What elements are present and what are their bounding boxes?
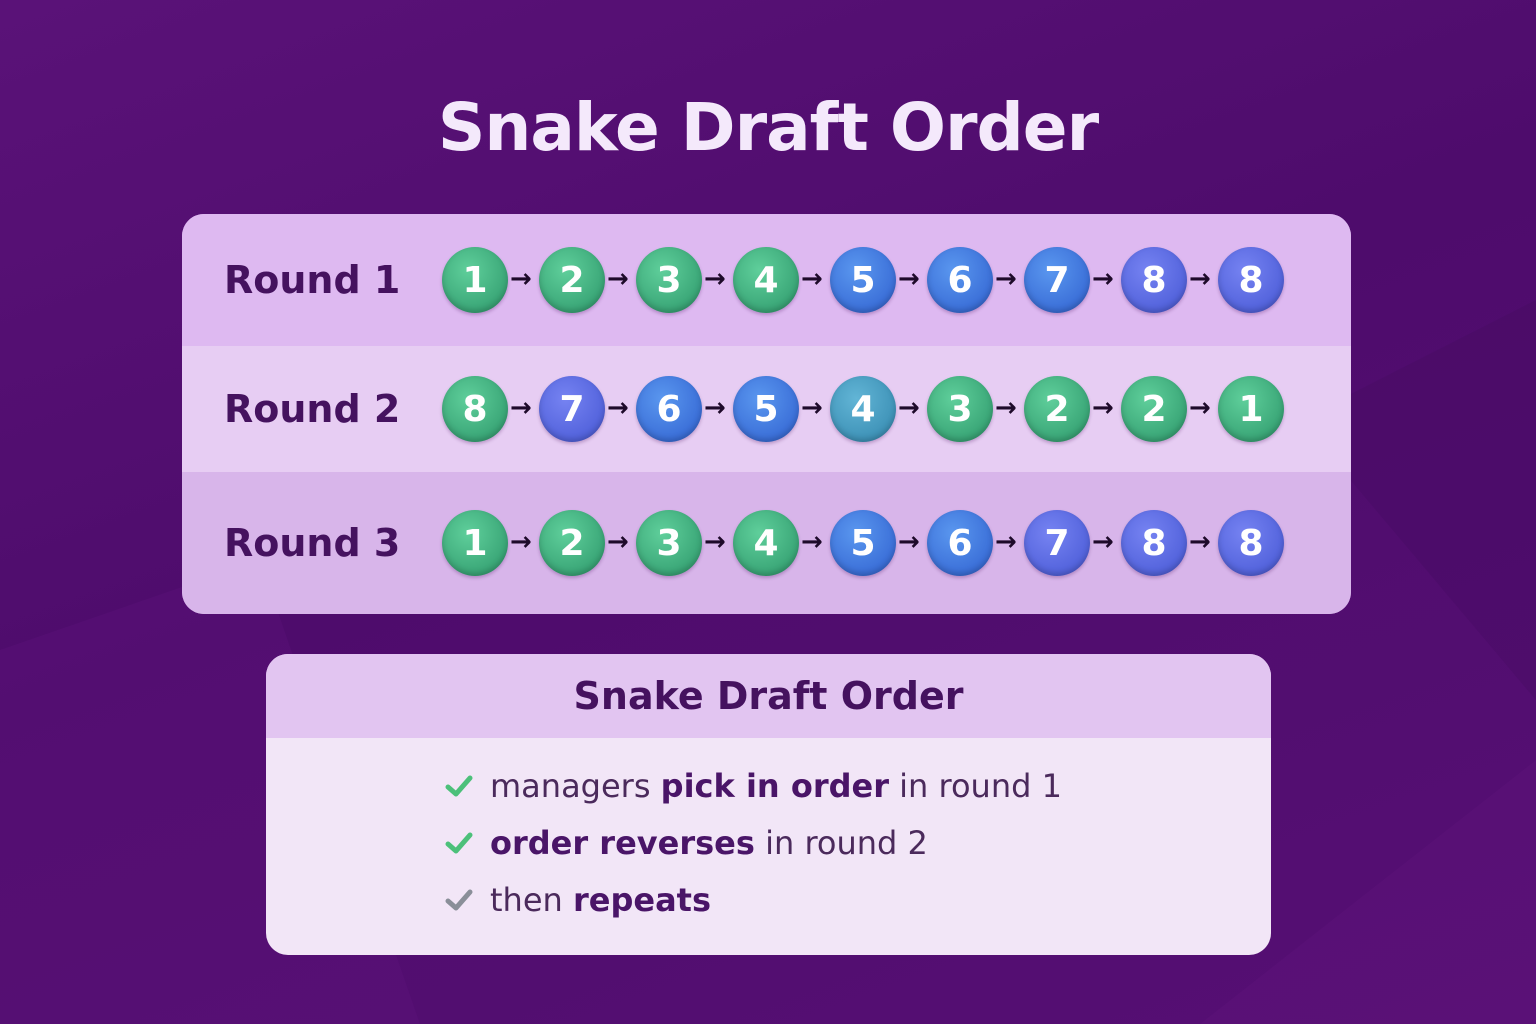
pick-circle: 3 bbox=[927, 376, 993, 442]
rule-text-plain: managers bbox=[490, 767, 661, 805]
round-label: Round 2 bbox=[224, 387, 401, 431]
arrow-right-icon: → bbox=[801, 393, 823, 423]
arrow-right-icon: → bbox=[510, 264, 532, 294]
pick-circle: 1 bbox=[442, 510, 508, 576]
pick-strip: 8→7→6→5→4→3→2→2→1 bbox=[442, 346, 1302, 472]
pick-circle: 2 bbox=[539, 247, 605, 313]
rules-card: Snake Draft Order managers pick in order… bbox=[266, 654, 1271, 955]
round-label: Round 1 bbox=[224, 258, 401, 302]
pick-circle: 4 bbox=[733, 247, 799, 313]
pick-circle: 8 bbox=[1218, 247, 1284, 313]
rounds-card: Round 1 1→2→3→4→5→6→7→8→8 Round 2 8→7→6→… bbox=[182, 214, 1351, 614]
rule-text-bold: order reverses bbox=[490, 824, 755, 862]
pick-circle: 6 bbox=[927, 247, 993, 313]
pick-circle: 8 bbox=[1218, 510, 1284, 576]
round-row-2: Round 2 8→7→6→5→4→3→2→2→1 bbox=[182, 346, 1351, 472]
arrow-right-icon: → bbox=[607, 393, 629, 423]
pick-circle: 7 bbox=[1024, 247, 1090, 313]
rule-item: order reverses in round 2 bbox=[444, 823, 928, 863]
rule-text: then repeats bbox=[490, 880, 711, 920]
pick-circle: 5 bbox=[733, 376, 799, 442]
checkmark-icon bbox=[445, 775, 473, 797]
pick-circle: 5 bbox=[830, 510, 896, 576]
arrow-right-icon: → bbox=[898, 393, 920, 423]
pick-circle: 7 bbox=[539, 376, 605, 442]
pick-circle: 3 bbox=[636, 510, 702, 576]
rule-text-bold: pick in order bbox=[660, 767, 889, 805]
pick-strip: 1→2→3→4→5→6→7→8→8 bbox=[442, 214, 1302, 346]
pick-circle: 8 bbox=[1121, 247, 1187, 313]
arrow-right-icon: → bbox=[1092, 393, 1114, 423]
arrow-right-icon: → bbox=[607, 264, 629, 294]
rules-header: Snake Draft Order bbox=[266, 654, 1271, 738]
arrow-right-icon: → bbox=[510, 393, 532, 423]
round-row-1: Round 1 1→2→3→4→5→6→7→8→8 bbox=[182, 214, 1351, 346]
round-label: Round 3 bbox=[224, 521, 401, 565]
pick-circle: 8 bbox=[1121, 510, 1187, 576]
pick-circle: 2 bbox=[1121, 376, 1187, 442]
arrow-right-icon: → bbox=[1189, 393, 1211, 423]
arrow-right-icon: → bbox=[704, 393, 726, 423]
arrow-right-icon: → bbox=[898, 527, 920, 557]
rule-item: then repeats bbox=[444, 880, 711, 920]
rule-text: managers pick in order in round 1 bbox=[490, 766, 1062, 806]
pick-circle: 6 bbox=[636, 376, 702, 442]
pick-circle: 6 bbox=[927, 510, 993, 576]
arrow-right-icon: → bbox=[1189, 527, 1211, 557]
arrow-right-icon: → bbox=[607, 527, 629, 557]
page-title: Snake Draft Order bbox=[437, 89, 1099, 166]
arrow-right-icon: → bbox=[1092, 527, 1114, 557]
pick-circle: 4 bbox=[830, 376, 896, 442]
rule-text-plain: then bbox=[490, 881, 573, 919]
pick-circle: 1 bbox=[1218, 376, 1284, 442]
arrow-right-icon: → bbox=[1189, 264, 1211, 294]
rule-text: order reverses in round 2 bbox=[490, 823, 928, 863]
arrow-right-icon: → bbox=[995, 264, 1017, 294]
pick-circle: 5 bbox=[830, 247, 896, 313]
arrow-right-icon: → bbox=[898, 264, 920, 294]
pick-circle: 2 bbox=[539, 510, 605, 576]
pick-circle: 4 bbox=[733, 510, 799, 576]
arrow-right-icon: → bbox=[995, 393, 1017, 423]
arrow-right-icon: → bbox=[510, 527, 532, 557]
pick-circle: 1 bbox=[442, 247, 508, 313]
arrow-right-icon: → bbox=[704, 264, 726, 294]
rule-text-plain: in round 1 bbox=[888, 767, 1062, 805]
rule-text-bold: repeats bbox=[572, 881, 711, 919]
arrow-right-icon: → bbox=[1092, 264, 1114, 294]
round-row-3: Round 3 1→2→3→4→5→6→7→8→8 bbox=[182, 472, 1351, 614]
checkmark-icon bbox=[445, 832, 473, 854]
rule-text-plain: in round 2 bbox=[754, 824, 928, 862]
pick-strip: 1→2→3→4→5→6→7→8→8 bbox=[442, 472, 1302, 614]
rules-title: Snake Draft Order bbox=[573, 674, 964, 718]
arrow-right-icon: → bbox=[801, 264, 823, 294]
arrow-right-icon: → bbox=[704, 527, 726, 557]
arrow-right-icon: → bbox=[801, 527, 823, 557]
rule-item: managers pick in order in round 1 bbox=[444, 766, 1062, 806]
pick-circle: 3 bbox=[636, 247, 702, 313]
arrow-right-icon: → bbox=[995, 527, 1017, 557]
checkmark-icon bbox=[445, 889, 473, 911]
pick-circle: 8 bbox=[442, 376, 508, 442]
pick-circle: 7 bbox=[1024, 510, 1090, 576]
pick-circle: 2 bbox=[1024, 376, 1090, 442]
